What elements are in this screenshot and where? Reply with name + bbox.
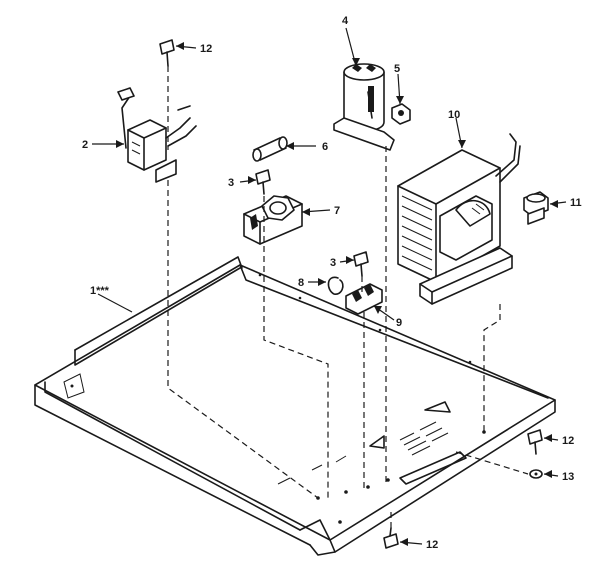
callout-7: 7	[334, 205, 340, 217]
callout-3-lower: 3	[330, 257, 336, 269]
callout-9: 9	[396, 317, 402, 329]
callout-11: 11	[570, 197, 582, 209]
leader-lines	[92, 27, 567, 546]
screw-12-right	[527, 429, 543, 455]
callout-8: 8	[298, 277, 304, 289]
callout-10: 10	[448, 109, 460, 121]
fuse	[252, 136, 288, 162]
hv-transformer	[397, 133, 521, 305]
clip	[327, 276, 344, 295]
screw-3a	[255, 169, 271, 195]
callout-6: 6	[322, 141, 328, 153]
callout-13: 13	[562, 471, 574, 483]
hex-nut	[391, 103, 411, 125]
callout-1: 1***	[90, 285, 110, 297]
screw-3b	[353, 251, 369, 277]
callout-2: 2	[82, 139, 88, 151]
terminal-block	[345, 283, 383, 315]
screw-12-bottom	[383, 527, 399, 549]
screw-12-top	[159, 39, 175, 67]
callout-12-top: 12	[200, 43, 212, 55]
callout-5: 5	[394, 63, 400, 75]
callout-3-upper: 3	[228, 177, 234, 189]
callout-12-bottom: 12	[426, 539, 438, 551]
callout-12-right: 12	[562, 435, 574, 447]
washer	[529, 469, 543, 479]
base-plate	[34, 256, 556, 556]
small-transformer	[117, 87, 197, 183]
callout-labels: 1*** 2 3 3 4 5 6 7 8 9 10 11 12 12 12 13	[82, 15, 582, 551]
assembly-lines	[167, 66, 529, 528]
vent-slots	[399, 421, 449, 456]
callout-4: 4	[342, 15, 349, 27]
capacitor	[333, 63, 395, 151]
fitting	[523, 191, 549, 225]
fuse-holder	[243, 195, 303, 245]
